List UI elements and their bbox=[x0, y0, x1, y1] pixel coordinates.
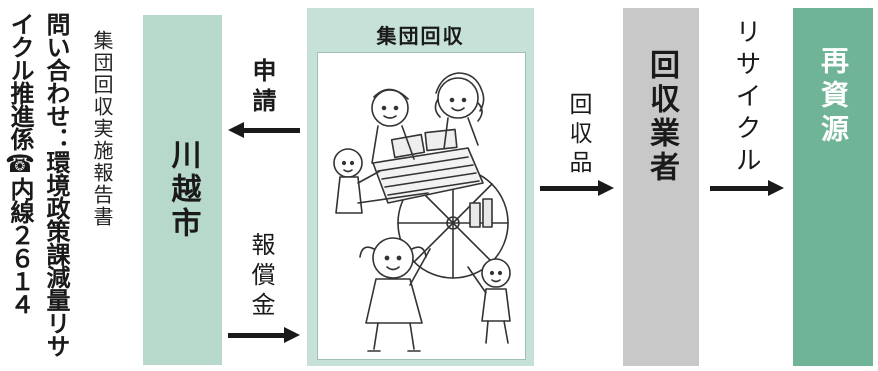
group-collection-title: 集団回収 bbox=[376, 24, 465, 48]
resource-box: 再資源 bbox=[793, 8, 873, 366]
collector-box: 回収業者 bbox=[623, 8, 699, 366]
collected-items-label: 回収品 bbox=[565, 92, 591, 179]
recycle-label: リサイクル bbox=[731, 18, 761, 178]
apply-label: 申請 bbox=[248, 58, 276, 118]
collector-label: 回収業者 bbox=[644, 49, 679, 185]
resource-label: 再資源 bbox=[817, 46, 850, 148]
contact-info-line-2: イクル推進係☎内線２６１４ bbox=[6, 12, 34, 315]
children-pushing-cart-illustration bbox=[317, 52, 526, 360]
contact-info-line-1: 問い合わせ：環境政策課減量リサ bbox=[42, 12, 70, 357]
city-box: 川越市 bbox=[143, 15, 222, 365]
group-collection-box: 集団回収 bbox=[307, 8, 534, 366]
reward-label: 報償金 bbox=[247, 232, 275, 322]
city-label: 川越市 bbox=[165, 139, 201, 241]
report-note: 集団回収実施報告書 bbox=[90, 30, 114, 228]
